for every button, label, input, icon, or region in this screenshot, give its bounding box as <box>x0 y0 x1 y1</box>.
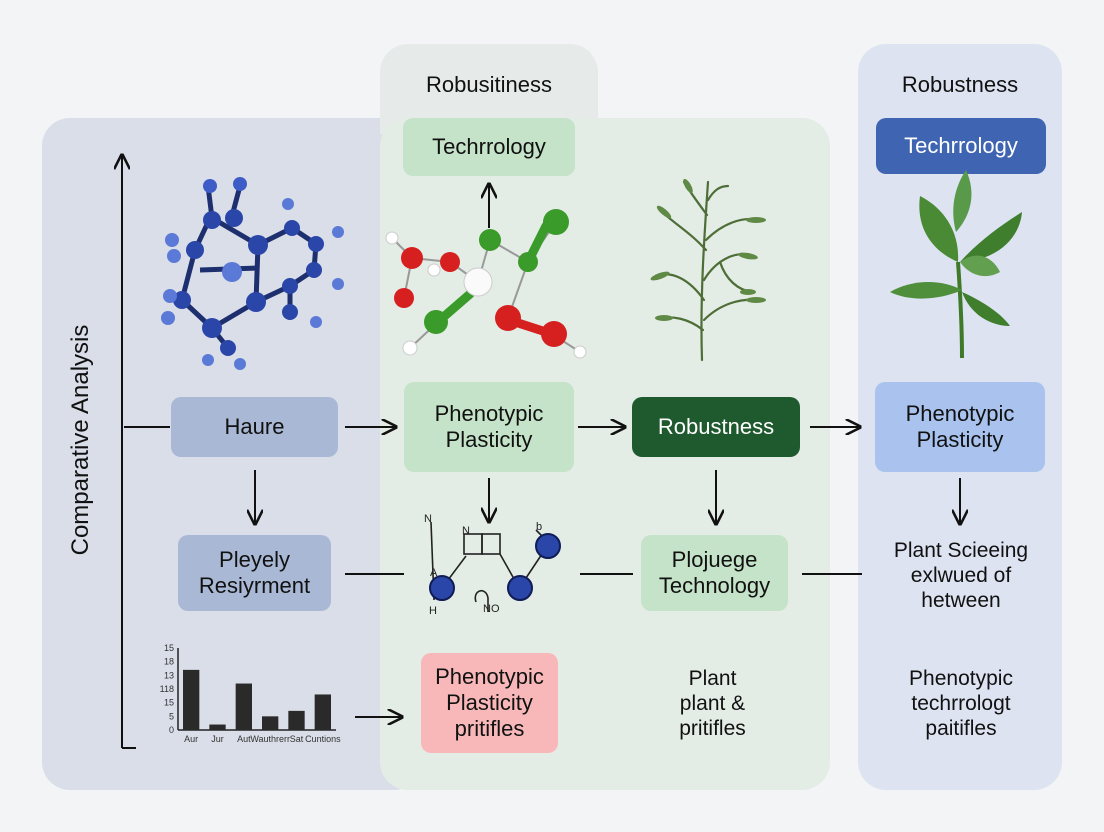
schematic-label-4: H <box>429 605 437 617</box>
middle-phenotypic-plasticity-box: Phenotypic Plasticity <box>404 382 574 472</box>
chart-bar <box>288 710 305 730</box>
schematic-label-3: A <box>430 567 438 579</box>
plant-text: Plant Scieeing exlwued of hetween <box>893 539 1029 612</box>
middle-title: Robusitiness <box>426 72 552 97</box>
red-green-molecule-icon <box>385 209 587 359</box>
leaf-plant-icon <box>890 170 1022 359</box>
right-bottom-text: Phenotypic techrrologt paitifles <box>909 667 1013 740</box>
middle-technology-box: Techrrology <box>403 118 575 176</box>
plant-profiles-text: Plant plant & pritifles <box>679 667 746 740</box>
chart-ytick-label: 15 <box>164 643 174 653</box>
chart-bar <box>314 694 331 730</box>
chart-xtick-label: Cuntions <box>305 734 341 744</box>
blue-molecule-icon <box>179 185 319 350</box>
chart-ytick-label: 0 <box>169 725 174 735</box>
right-title: Robustness <box>901 72 1019 97</box>
schematic-label-0: N <box>424 513 432 525</box>
chart-xtick-label: Jur <box>211 734 224 744</box>
chart-ytick-label: 13 <box>164 670 174 680</box>
haure-box: Haure <box>171 397 338 457</box>
plojuege-technology-box: Plojuege Technology <box>641 535 788 611</box>
schematic-label-2: b <box>536 521 542 533</box>
robustness-box: Robustness <box>632 397 800 457</box>
chart-ytick-label: 118 <box>160 684 174 694</box>
schematic-label-1: N <box>462 525 470 537</box>
chart-bar <box>183 669 200 730</box>
chart-bar <box>235 683 252 730</box>
chart-xtick-label: Wauthrerr <box>250 734 290 744</box>
profiles-box: Phenotypic Plasticity pritifles <box>421 653 558 753</box>
blue-atoms <box>161 177 344 370</box>
plant-sprig-leaves <box>650 178 766 321</box>
chart-ytick-label: 15 <box>164 698 174 708</box>
pleyely-box: Pleyely Resiyrment <box>178 535 331 611</box>
schematic-atoms <box>429 533 561 601</box>
right-technology-box: Techrrology <box>876 118 1046 174</box>
plant-sprig-icon <box>654 180 762 362</box>
chart-bar <box>209 724 226 730</box>
chart-xtick-label: Sat <box>290 734 304 744</box>
chart-ytick-label: 5 <box>169 711 174 721</box>
schematic-label-5: NO <box>483 603 500 615</box>
chart-xtick-label: Aur <box>184 734 198 744</box>
chart-bar <box>262 716 279 730</box>
right-phenotypic-plasticity-box: Phenotypic Plasticity <box>875 382 1045 472</box>
chart-ytick-label: 18 <box>164 657 174 667</box>
chart-xtick-label: Aut <box>237 734 251 744</box>
